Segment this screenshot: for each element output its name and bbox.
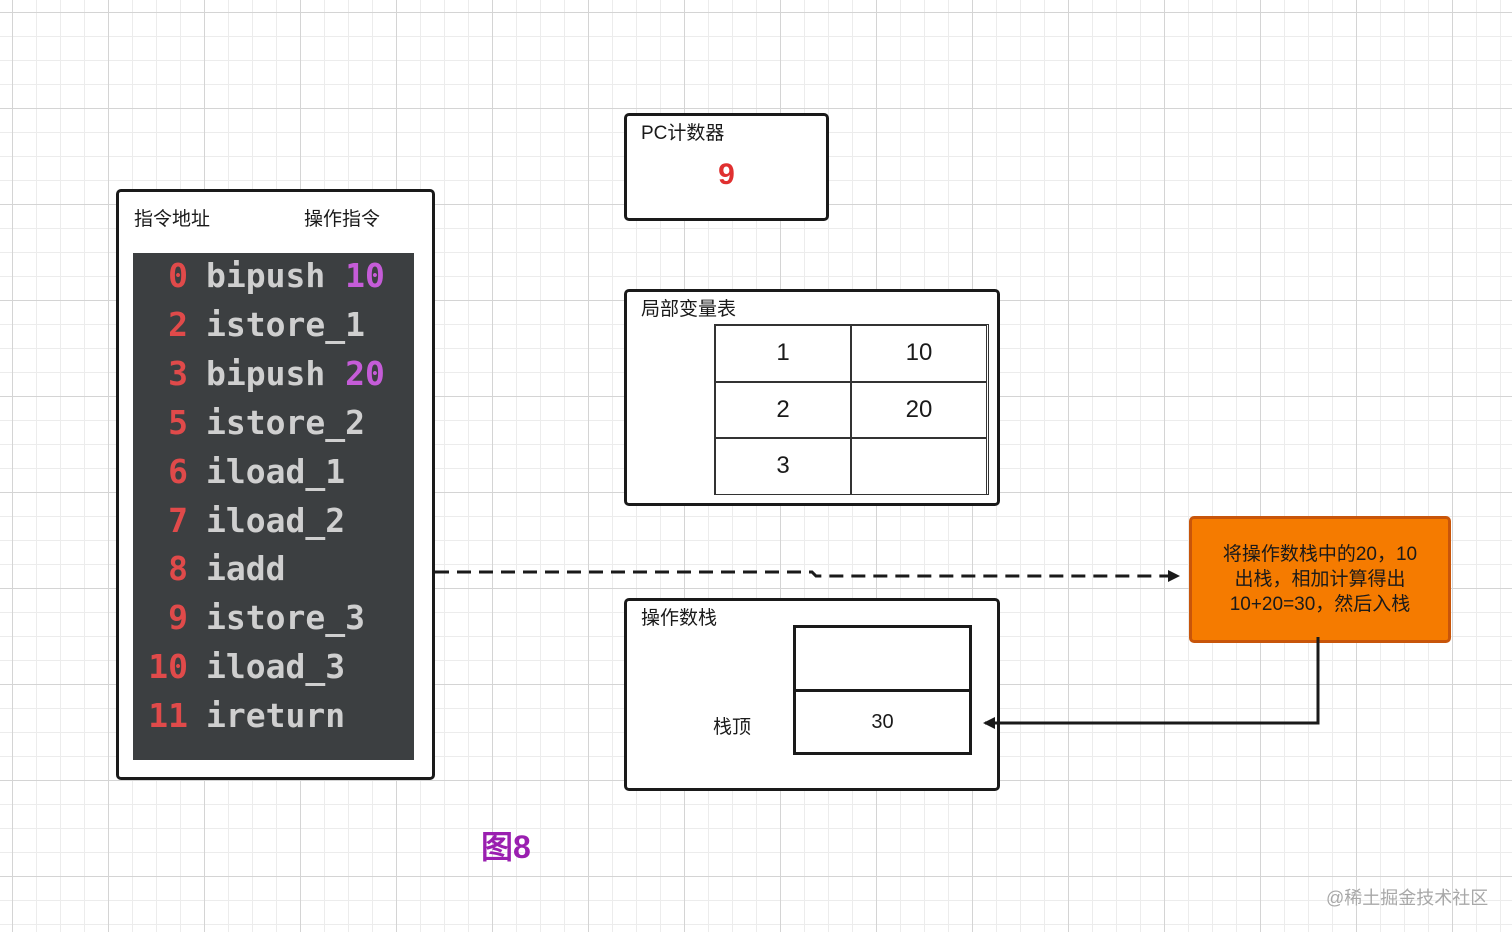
lvt-index-cell: 2 xyxy=(715,381,851,438)
code-opcode: iload_1 xyxy=(206,451,346,491)
code-line: 6 iload_1 xyxy=(133,452,414,492)
lvt-index-cell: 1 xyxy=(715,325,851,382)
stack-slot-top: 30 xyxy=(793,689,972,755)
code-opcode: iload_2 xyxy=(206,500,346,540)
code-address: 3 xyxy=(168,353,188,393)
local-variable-table-title: 局部变量表 xyxy=(641,299,737,320)
pc-counter-value: 9 xyxy=(718,158,735,191)
code-opcode: ireturn xyxy=(206,696,346,736)
watermark: @稀土掘金技术社区 xyxy=(1326,888,1489,908)
code-argument: 10 xyxy=(345,256,385,295)
code-address: 10 xyxy=(148,647,188,687)
code-address: 7 xyxy=(168,500,188,540)
code-argument: 20 xyxy=(345,353,385,393)
code-opcode: iload_3 xyxy=(206,647,346,687)
pc-counter-title: PC计数器 xyxy=(641,123,725,144)
code-line: 0 bipush 10 xyxy=(133,256,414,296)
code-opcode: bipush xyxy=(206,256,326,295)
code-address: 8 xyxy=(168,549,188,589)
operand-stack-title: 操作数栈 xyxy=(641,608,718,629)
instruction-address-header: 指令地址 xyxy=(134,209,211,230)
code-address: 11 xyxy=(148,696,188,736)
lvt-value-cell: 20 xyxy=(851,381,987,438)
code-line: 5 istore_2 xyxy=(133,403,414,443)
code-opcode: istore_1 xyxy=(206,304,365,344)
lvt-value-cell xyxy=(851,438,987,495)
code-line: 7 iload_2 xyxy=(133,501,414,541)
pc-counter-box: PC计数器 9 xyxy=(624,113,829,221)
code-opcode: iadd xyxy=(206,549,286,589)
code-line: 11 ireturn xyxy=(133,696,414,736)
code-line: 2 istore_1 xyxy=(133,305,414,345)
code-line: 9 istore_3 xyxy=(133,598,414,638)
code-line: 8 iadd xyxy=(133,549,414,589)
code-address: 5 xyxy=(168,402,188,442)
code-opcode: istore_3 xyxy=(206,598,365,638)
result-connector xyxy=(983,637,1320,729)
note-line: 10+20=30，然后入栈 xyxy=(1229,594,1411,615)
code-address: 9 xyxy=(168,598,188,638)
code-address: 0 xyxy=(168,256,188,295)
stack-top-label: 栈顶 xyxy=(713,717,752,738)
instruction-op-header: 操作指令 xyxy=(304,209,381,230)
code-opcode: bipush xyxy=(206,353,326,393)
code-opcode: istore_2 xyxy=(206,402,365,442)
lvt-value-cell: 10 xyxy=(851,325,987,382)
note-line: 出栈，相加计算得出 xyxy=(1234,569,1406,590)
code-line: 3 bipush 20 xyxy=(133,354,414,394)
code-address: 6 xyxy=(168,451,188,491)
note-box: 将操作数栈中的20，10 出栈，相加计算得出 10+20=30，然后入栈 xyxy=(1189,516,1451,643)
note-line: 将操作数栈中的20，10 xyxy=(1222,544,1418,565)
dashed-connector xyxy=(435,570,1180,582)
code-address: 2 xyxy=(168,304,188,344)
lvt-index-cell: 3 xyxy=(715,438,851,495)
figure-label: 图8 xyxy=(481,829,531,865)
code-line: 10 iload_3 xyxy=(133,647,414,687)
